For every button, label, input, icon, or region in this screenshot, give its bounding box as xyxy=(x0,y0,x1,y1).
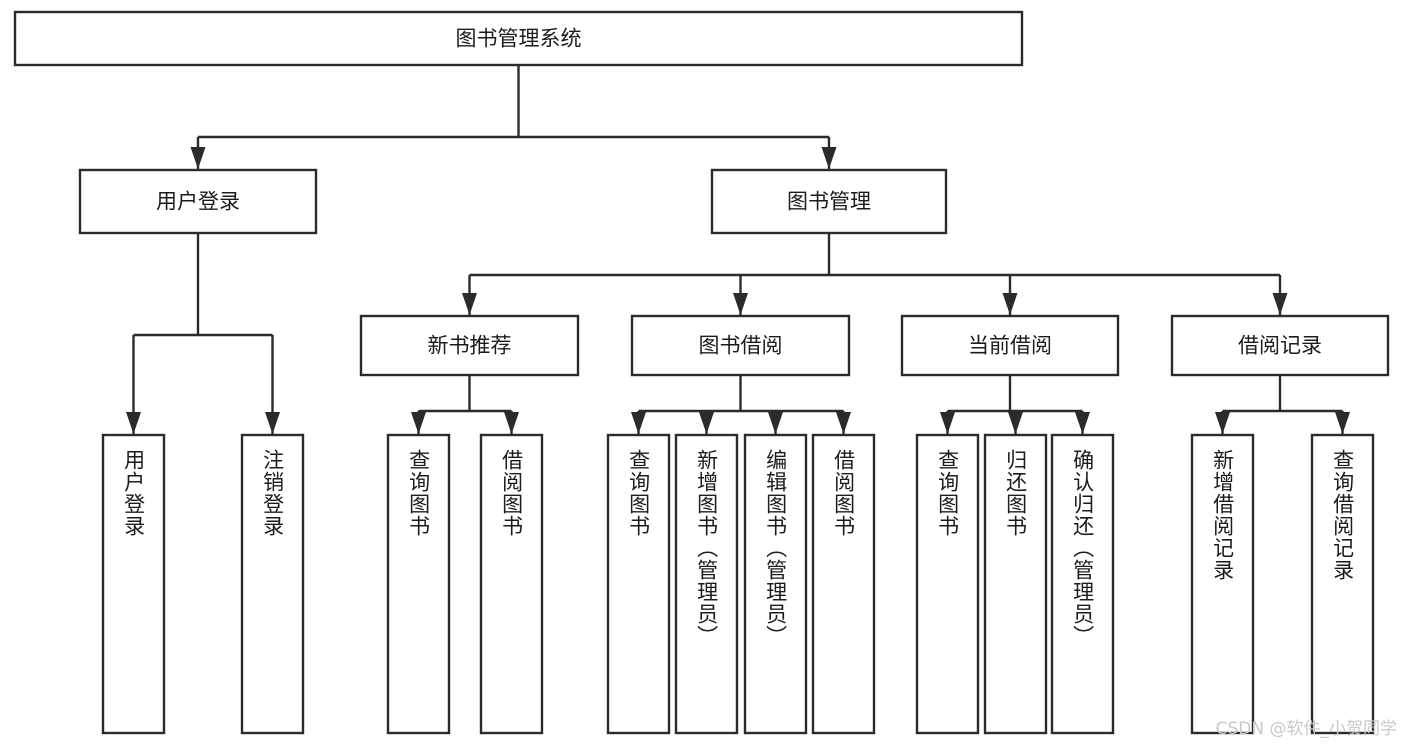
node-level2-label-2: 当前借阅 xyxy=(968,334,1052,358)
node-level2-label-1: 图书借阅 xyxy=(699,334,783,358)
arrow-head-icon xyxy=(836,412,851,434)
arrow-head-icon xyxy=(1075,412,1090,434)
arrow-head-icon xyxy=(768,412,783,434)
node-leaf-box-1[interactable] xyxy=(240,433,305,735)
node-leaf-box-9[interactable] xyxy=(983,433,1048,735)
arrow-head-icon xyxy=(733,293,748,315)
node-leaf-box-10[interactable] xyxy=(1050,433,1115,735)
node-title-label: 图书管理系统 xyxy=(456,27,582,51)
arrow-head-icon xyxy=(411,412,426,434)
node-level1-box-1[interactable] xyxy=(710,168,948,235)
node-leaf-box-8[interactable] xyxy=(915,433,980,735)
node-leaf-box-2[interactable] xyxy=(386,433,451,735)
connector-layer xyxy=(126,65,1350,434)
node-level2-label-3: 借阅记录 xyxy=(1238,334,1322,358)
node-level2-box-2[interactable] xyxy=(900,314,1120,377)
arrow-head-icon xyxy=(1215,412,1230,434)
arrow-head-icon xyxy=(1002,293,1018,315)
arrow-head-icon xyxy=(504,412,519,434)
node-title-box[interactable] xyxy=(13,10,1024,67)
node-level1-box-0[interactable] xyxy=(78,168,318,235)
arrow-head-icon xyxy=(1272,293,1288,315)
node-leaf-box-6[interactable] xyxy=(743,433,808,735)
node-level1-label-1: 图书管理 xyxy=(787,190,871,214)
node-level2-label-0: 新书推荐 xyxy=(428,334,512,358)
node-level2-box-1[interactable] xyxy=(630,314,851,377)
node-leaf-box-12[interactable] xyxy=(1310,433,1375,735)
arrow-head-icon xyxy=(265,412,280,434)
arrow-head-icon xyxy=(631,412,646,434)
arrow-head-icon xyxy=(1008,412,1023,434)
watermark-text: CSDN @软件_小贺同学 xyxy=(1215,719,1397,739)
arrow-head-icon xyxy=(190,147,206,169)
node-level2-box-3[interactable] xyxy=(1170,314,1390,377)
arrow-head-icon xyxy=(126,412,141,434)
arrow-head-icon xyxy=(821,147,837,169)
node-leaf-box-5[interactable] xyxy=(674,433,739,735)
node-leaf-box-7[interactable] xyxy=(811,433,876,735)
node-leaf-box-0[interactable] xyxy=(101,433,166,735)
arrow-head-icon xyxy=(940,412,955,434)
node-box-layer xyxy=(13,10,1390,735)
node-leaf-box-4[interactable] xyxy=(606,433,671,735)
arrow-head-icon xyxy=(462,293,477,315)
arrow-head-icon xyxy=(699,412,714,434)
node-leaf-box-3[interactable] xyxy=(479,433,544,735)
node-level2-box-0[interactable] xyxy=(359,314,580,377)
node-level1-label-0: 用户登录 xyxy=(156,190,240,214)
node-leaf-box-11[interactable] xyxy=(1190,433,1255,735)
arrow-head-icon xyxy=(1335,412,1350,434)
